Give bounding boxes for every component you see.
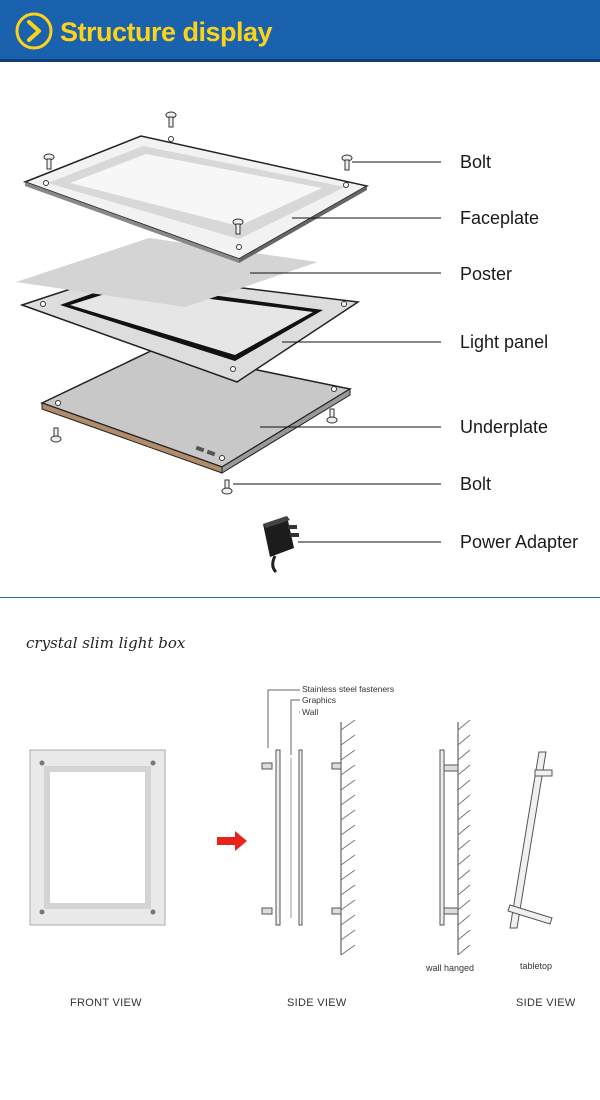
caption-front-view: FRONT VIEW [70,997,142,1009]
bolt-icon [232,218,244,235]
page-title: Structure display [60,17,273,47]
caption-side-view-2: SIDE VIEW [516,997,576,1009]
leader-lines [233,161,441,543]
bolt-icon [341,154,353,171]
bottom-bolts [50,408,338,495]
underplate-layer [40,348,353,474]
top-bolts [43,111,353,235]
side-view-drawing [261,689,356,956]
label-light-panel: Light panel [460,332,549,352]
bolt-icon [165,111,177,128]
power-adapter-icon [263,516,299,574]
caption-side-view: SIDE VIEW [287,997,347,1009]
chevron-right-circle-icon [15,12,53,50]
wall-hanged-drawing [439,719,471,956]
tabletop-drawing [507,751,553,929]
label-poster: Poster [460,264,513,284]
bolt-icon [43,153,55,170]
faceplate-layer [22,135,370,263]
callout-wall: Wall [302,707,319,717]
callout-graphics: Graphics [302,695,337,705]
label-bolt-top: Bolt [460,152,492,172]
label-underplate: Underplate [460,417,549,437]
bolt-icon [221,479,233,495]
light-panel-layer [19,272,361,383]
front-view-drawing [29,749,166,926]
label-wall-hanged: wall hanged [426,963,475,973]
bolt-icon [50,427,62,443]
label-bolt-bottom: Bolt [460,474,492,494]
red-arrow-icon [217,831,247,851]
label-power-adapter: Power Adapter [460,532,579,552]
section-header: Structure display [0,0,600,62]
label-tabletop: tabletop [520,961,553,971]
label-faceplate: Faceplate [460,208,540,228]
exploded-structure-diagram [16,111,441,574]
section-subtitle: crystal slim light box [26,634,186,652]
bolt-icon [326,408,338,424]
section-divider [0,597,600,598]
callout-fasteners: Stainless steel fasteners [302,684,395,694]
